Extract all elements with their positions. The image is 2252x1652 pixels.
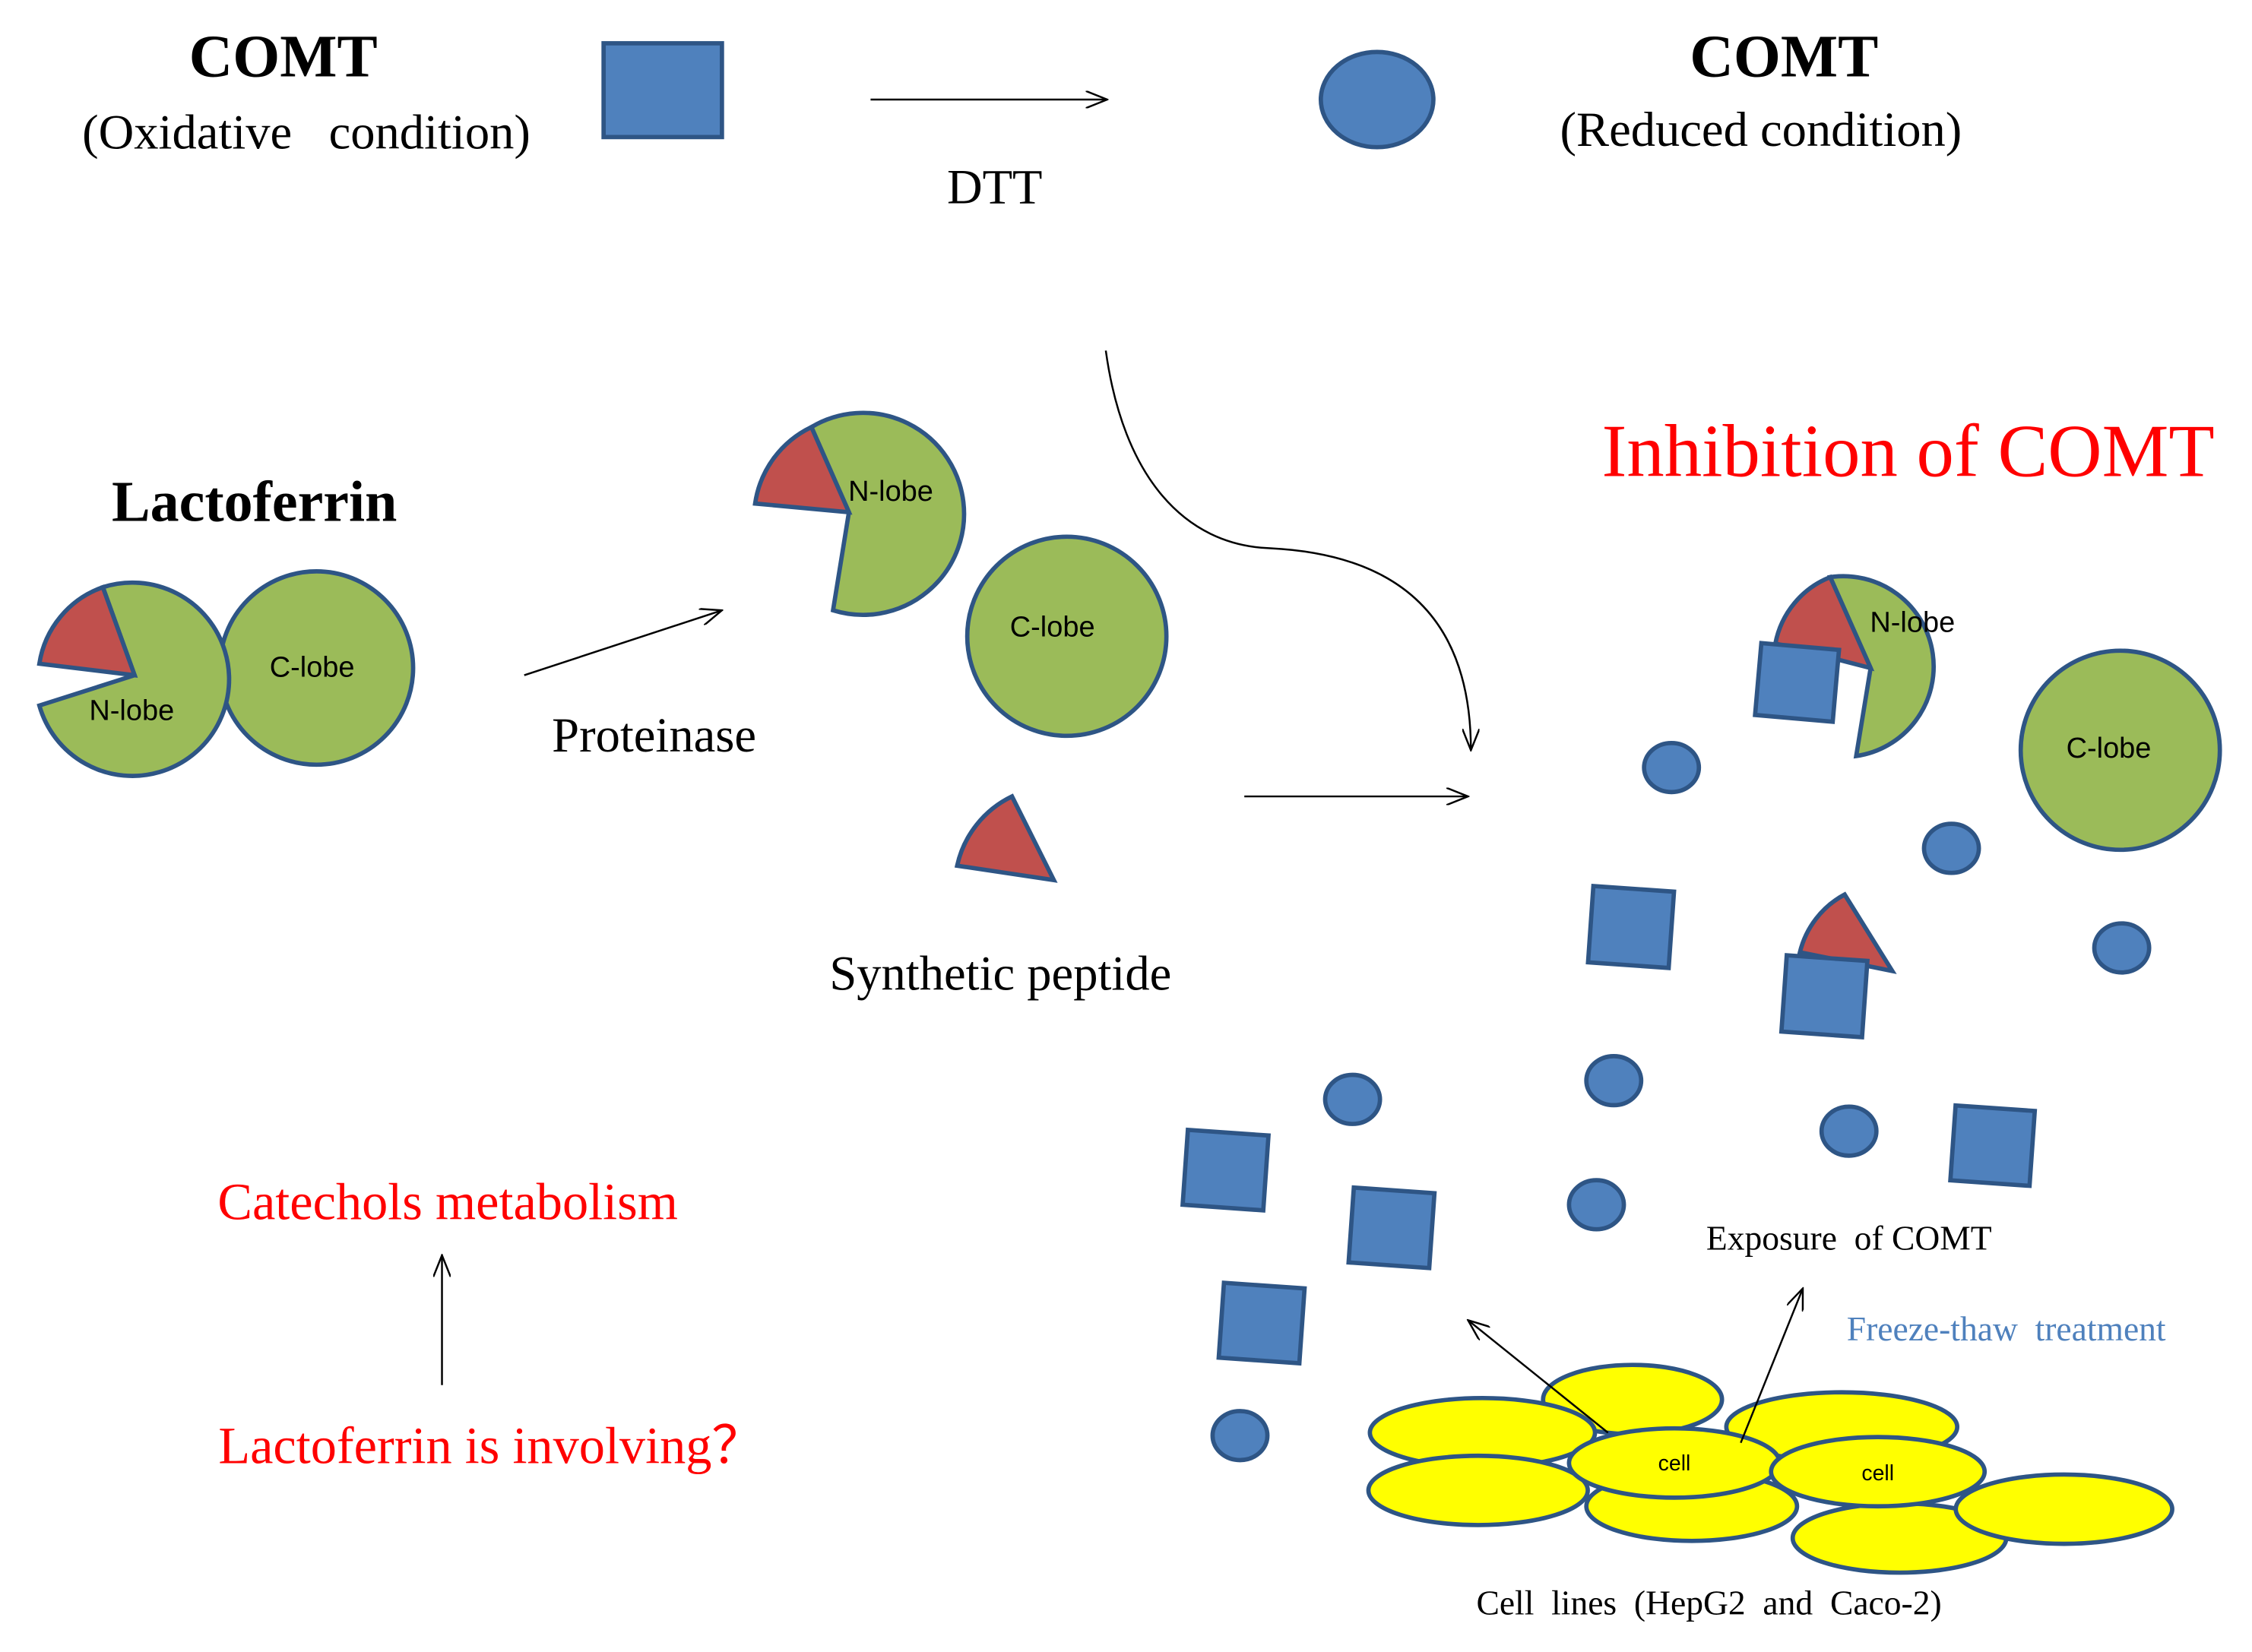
bound-comt-square xyxy=(1753,641,1842,724)
lactoferrin-question: Lactoferrin is involving？ xyxy=(218,1416,763,1474)
synthetic-peptide-shape xyxy=(954,793,1058,883)
digested-c-lobe xyxy=(964,534,1169,739)
inhibition-c-lobe-label: C-lobe xyxy=(2067,733,2152,764)
cell xyxy=(1366,1453,1590,1527)
cell xyxy=(1953,1472,2174,1546)
comt-square xyxy=(1216,1280,1307,1366)
comt-square xyxy=(1180,1127,1272,1213)
exposure-arrow xyxy=(1468,1320,1609,1434)
proteinase-arrow xyxy=(524,610,722,676)
comt-circle xyxy=(1210,1409,1270,1463)
comt-circle xyxy=(1819,1104,1879,1158)
lactoferrin-n-lobe xyxy=(36,580,232,778)
comt-oxidative-square xyxy=(601,41,724,140)
comt-square xyxy=(1585,883,1677,970)
exposure-arrow xyxy=(1740,1289,1803,1444)
dtt-label: DTT xyxy=(947,160,1042,214)
bound-comt-square xyxy=(1778,953,1870,1040)
comt-circle xyxy=(2092,921,2152,975)
inhibition-peptide xyxy=(1797,891,1897,974)
exposure-label: Exposure of COMT xyxy=(1706,1218,1992,1257)
inhibition-c-lobe xyxy=(2018,648,2222,853)
comt-circle xyxy=(1566,1178,1626,1232)
freeze-thaw-label: Freeze-thaw treatment xyxy=(1847,1309,2166,1348)
comt-circle xyxy=(1921,821,1981,875)
inhibition-n-lobe xyxy=(1826,574,1936,759)
cell xyxy=(1769,1435,1988,1509)
comt-oxidative-condition: (Oxidative condition) xyxy=(82,105,531,160)
digested-n-lobe-peptide xyxy=(752,424,853,515)
comt-reduced-condition: (Reduced condition) xyxy=(1560,102,1962,157)
catechols-label: Catechols metabolism xyxy=(217,1173,677,1230)
synthetic-peptide-label: Synthetic peptide xyxy=(829,946,1171,1001)
lactoferrin-n-lobe-label: N-lobe xyxy=(89,695,174,726)
comt-reduced-circle xyxy=(1318,49,1436,150)
inhibition-n-lobe-label: N-lobe xyxy=(1870,607,1955,639)
digested-n-lobe xyxy=(808,410,967,617)
comt-circle xyxy=(1584,1053,1644,1108)
comt-square xyxy=(1346,1185,1437,1271)
digested-c-lobe-label: C-lobe xyxy=(1010,611,1095,643)
digested-n-lobe-label: N-lobe xyxy=(848,476,933,508)
cell-lines-label: Cell lines (HepG2 and Caco-2) xyxy=(1476,1584,1941,1622)
comt-circle xyxy=(1322,1072,1383,1126)
comt-oxidative-title: COMT xyxy=(189,24,378,90)
comt-to-inhibition-curve-arrow xyxy=(1104,350,1471,750)
lactoferrin-n-lobe-peptide xyxy=(36,584,138,678)
comt-circle xyxy=(1642,740,1702,795)
proteinase-label: Proteinase xyxy=(552,707,756,762)
cell-label: cell xyxy=(1658,1451,1691,1476)
comt-reduced-title: COMT xyxy=(1690,24,1878,90)
lactoferrin-c-lobe-label: C-lobe xyxy=(270,651,355,683)
inhibition-title: Inhibition of COMT xyxy=(1601,410,2214,493)
cell-label: cell xyxy=(1861,1461,1894,1486)
comt-square xyxy=(1948,1103,2038,1188)
lactoferrin-title: Lactoferrin xyxy=(112,470,397,533)
